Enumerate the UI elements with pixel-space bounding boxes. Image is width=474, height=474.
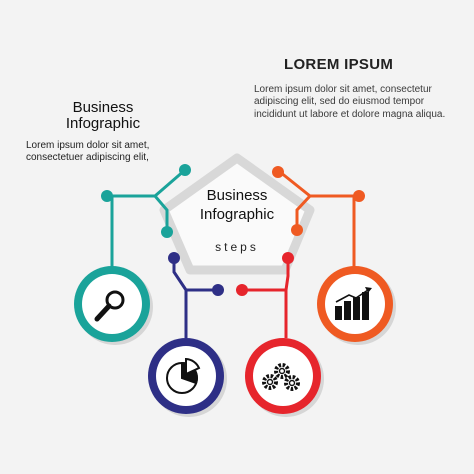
navy-dot-right	[212, 284, 224, 296]
center-title: Business Infographic	[178, 186, 296, 224]
gears-icon	[262, 363, 300, 391]
orange-dot-right	[353, 190, 365, 202]
left-block-body: Lorem ipsum dolor sit amet, consectetuer…	[26, 140, 150, 164]
red-dot-top	[282, 252, 294, 264]
pie-chart-icon	[166, 357, 201, 394]
step-node-orange	[317, 266, 396, 345]
step-node-teal	[74, 266, 153, 345]
orange-connector	[279, 170, 356, 268]
teal-dot-inner	[161, 226, 173, 238]
left-block-title-line1: Business	[72, 99, 134, 116]
center-title-line2: Infographic	[199, 206, 275, 223]
orange-dot-top	[272, 166, 284, 178]
bar-chart-icon	[335, 287, 372, 320]
teal-dot-left	[101, 190, 113, 202]
left-block-title-line2: Infographic	[65, 115, 141, 132]
step-node-navy	[148, 338, 227, 417]
magnifier-icon	[94, 290, 125, 322]
red-dot-left	[236, 284, 248, 296]
teal-dot-top	[179, 164, 191, 176]
right-block-title: LOREM IPSUM	[284, 56, 394, 73]
left-block-title: Business Infographic	[38, 100, 168, 132]
teal-connector	[110, 168, 186, 268]
center-steps-label: steps	[215, 240, 259, 254]
navy-dot-top	[168, 252, 180, 264]
center-title-line1: Business	[206, 187, 268, 204]
right-block-body: Lorem ipsum dolor sit amet, consectetur …	[254, 84, 446, 120]
red-connector	[244, 262, 290, 338]
navy-connector	[172, 262, 216, 338]
step-node-red	[245, 338, 324, 417]
center-pentagon	[159, 153, 315, 275]
orange-dot-inner	[291, 224, 303, 236]
